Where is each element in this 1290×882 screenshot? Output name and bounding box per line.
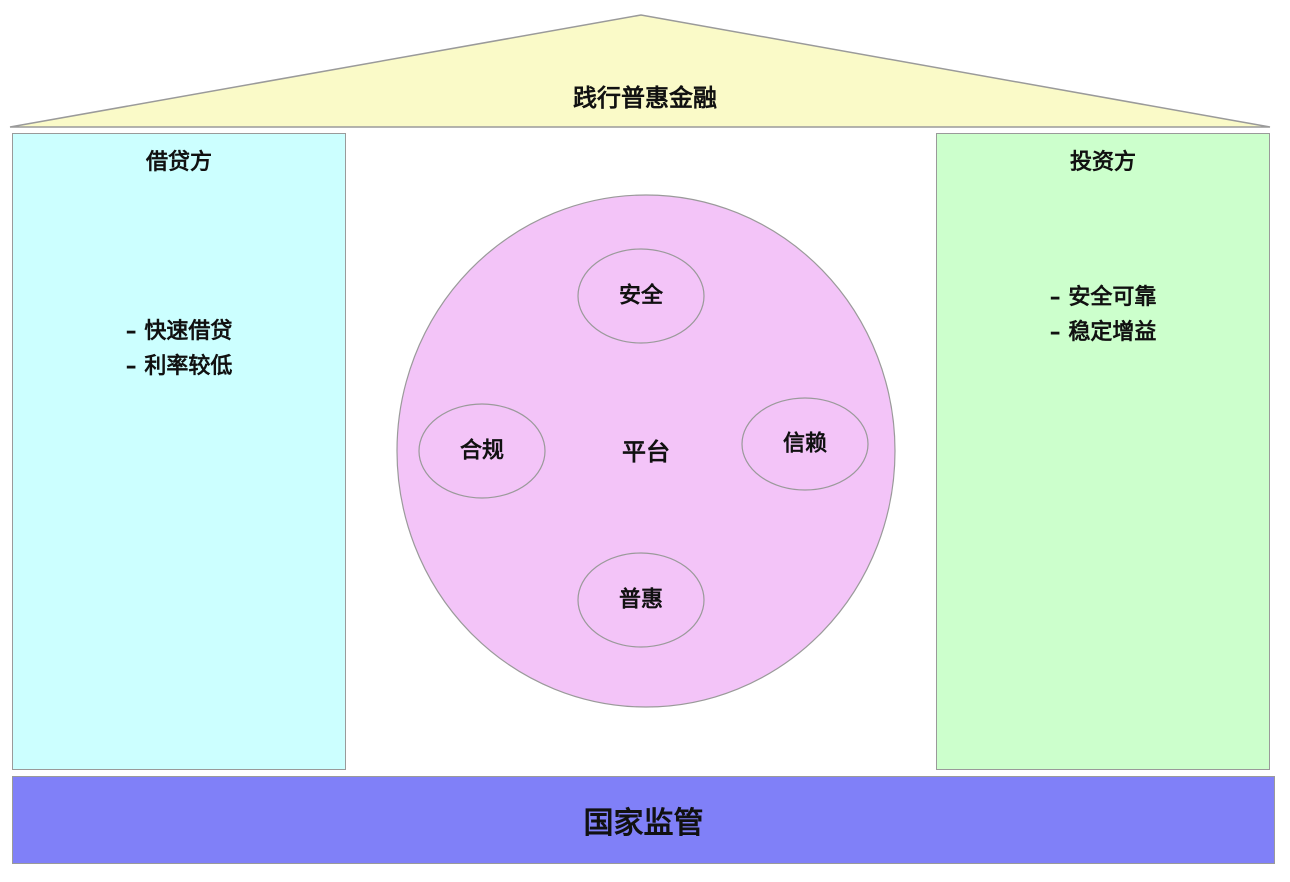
node-top-label: 安全 [619,283,664,309]
roof-triangle [9,14,1271,128]
list-item: – 安全可靠 [1049,285,1157,310]
node-bottom: 普惠 [577,552,705,648]
base-label: 国家监管 [583,806,704,841]
node-right-ellipse [741,397,869,491]
node-top-ellipse [577,248,705,344]
node-left-label: 合规 [460,438,504,464]
node-right-label: 信赖 [783,431,827,457]
right-pillar-title: 投资方 [1069,150,1136,175]
right-pillar-list: – 安全可靠 – 稳定增益 [937,280,1269,350]
list-item: – 快速借贷 [125,319,233,344]
left-pillar-borrower: 借贷方 – 快速借贷 – 利率较低 [12,133,346,770]
base-foundation: 国家监管 [12,776,1275,864]
node-left: 合规 [418,403,546,499]
node-top: 安全 [577,248,705,344]
platform-diagram: 平台 安全 合规 信赖 普惠 [396,194,896,708]
node-bottom-label: 普惠 [619,587,663,613]
roof-title: 践行普惠金融 [573,84,717,112]
platform-center-label: 平台 [622,438,670,466]
node-right: 信赖 [741,397,869,491]
node-bottom-ellipse [577,552,705,648]
roof [9,14,1271,128]
left-pillar-title: 借贷方 [145,150,212,175]
right-pillar-investor: 投资方 – 安全可靠 – 稳定增益 [936,133,1270,770]
platform-circle [396,194,896,708]
list-item: – 利率较低 [125,354,233,379]
list-item: – 稳定增益 [1049,320,1157,345]
left-pillar-list: – 快速借贷 – 利率较低 [13,314,345,384]
node-left-ellipse [418,403,546,499]
